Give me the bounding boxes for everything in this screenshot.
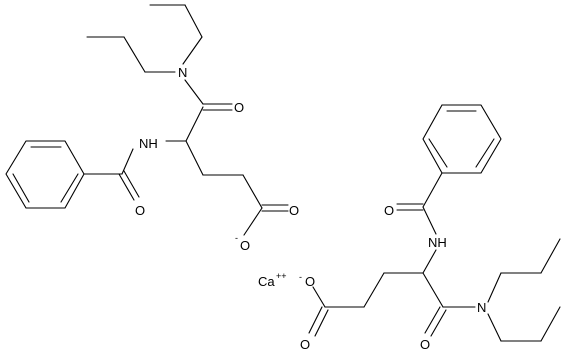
bond	[242, 174, 263, 209]
aromatic-bond	[428, 138, 448, 168]
bond	[243, 207, 263, 236]
bond	[121, 148, 134, 175]
bond	[540, 238, 561, 274]
double-bond	[430, 309, 447, 337]
aromatic-bond	[60, 173, 79, 203]
bond	[487, 313, 502, 342]
bond	[184, 79, 204, 105]
benzene-ring	[422, 104, 502, 174]
bond	[487, 272, 502, 303]
aromatic-bond	[12, 173, 30, 203]
aromatic-bond	[475, 138, 495, 168]
bond	[422, 172, 443, 208]
atom-label-ca: Ca	[258, 274, 275, 289]
atom-label-n: N	[178, 65, 187, 80]
double-bond	[308, 306, 323, 334]
double-bond	[123, 170, 140, 198]
double-bond	[118, 173, 135, 201]
charge-minus: -	[299, 272, 302, 282]
atom-label-o: O	[305, 274, 315, 289]
bond	[182, 36, 203, 65]
atom-label-nh: NH	[139, 136, 158, 151]
double-bond	[424, 306, 441, 334]
bond	[363, 272, 385, 308]
atom-label-nh: NH	[428, 235, 447, 250]
atom-label-o: O	[234, 100, 244, 115]
bond	[185, 140, 204, 176]
bond	[422, 272, 444, 308]
molecule-2: O NH O - N O O	[299, 104, 561, 352]
bond	[123, 36, 146, 73]
bond	[422, 206, 437, 235]
atom-label-o: O	[384, 203, 394, 218]
charge-minus: -	[235, 233, 238, 243]
atom-label-o: O	[240, 238, 250, 253]
double-bond	[314, 309, 329, 337]
bond	[312, 286, 326, 308]
bond	[184, 4, 203, 38]
bond	[540, 306, 561, 342]
bond	[422, 249, 437, 274]
atom-label-o: O	[135, 203, 145, 218]
benzene-ring	[5, 140, 85, 209]
bond	[185, 106, 204, 142]
calcium-ion: Ca ++	[258, 271, 287, 289]
atom-label-n: N	[477, 300, 486, 315]
molecule-1: N O NH O O O -	[5, 4, 299, 253]
atom-label-o: O	[420, 337, 430, 352]
atom-label-o: O	[289, 203, 299, 218]
charge-plus: ++	[276, 271, 287, 281]
atom-label-o: O	[300, 337, 310, 352]
